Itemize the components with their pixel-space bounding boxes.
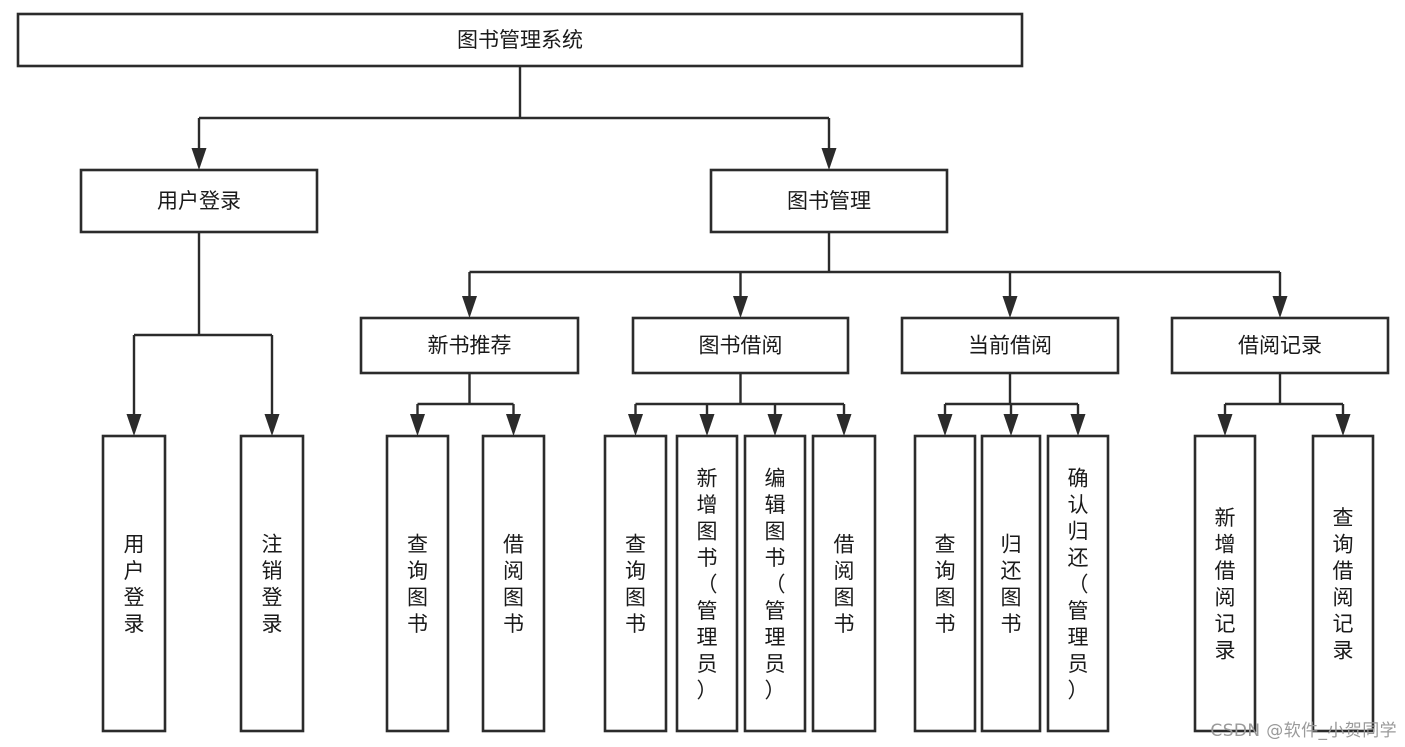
node-leaf-add-record[interactable]: 新增借阅记录	[1193, 434, 1257, 733]
node-label: 借阅图书	[503, 533, 524, 637]
node-box	[913, 434, 977, 733]
node-box	[79, 168, 319, 234]
node-label: 新增借阅记录	[1215, 506, 1236, 663]
node-leaf-add-book[interactable]: 新增图书（管理员）	[675, 434, 739, 733]
arrow-head-icon	[836, 414, 852, 436]
node-leaf-confirm-return[interactable]: 确认归还（管理员）	[1046, 434, 1110, 733]
node-leaf-user-logout[interactable]: 注销登录	[239, 434, 305, 733]
node-box	[743, 434, 807, 733]
node-box	[675, 434, 739, 733]
node-leaf-user-login[interactable]: 用户登录	[101, 434, 167, 733]
node-label: 新增图书（管理员）	[697, 466, 718, 702]
node-box	[603, 434, 668, 733]
node-current-borrow[interactable]: 当前借阅	[900, 316, 1120, 375]
node-label: 图书管理系统	[457, 28, 583, 52]
node-label: 注销登录	[262, 533, 283, 637]
arrow-head-icon	[1217, 414, 1233, 436]
node-box	[481, 434, 546, 733]
node-label: 图书管理	[787, 189, 871, 213]
arrow-head-icon	[937, 414, 953, 436]
node-leaf-borrow-book[interactable]: 借阅图书	[811, 434, 877, 733]
arrow-head-icon	[506, 414, 521, 436]
arrow-head-icon	[1003, 414, 1019, 436]
arrow-head-icon	[191, 148, 207, 170]
node-box	[359, 316, 580, 375]
connector-layer	[126, 66, 1351, 436]
node-book-borrow[interactable]: 图书借阅	[631, 316, 850, 375]
arrow-head-icon	[264, 414, 280, 436]
node-layer: 图书管理系统用户登录图书管理新书推荐图书借阅当前借阅借阅记录用户登录注销登录查询…	[16, 12, 1390, 733]
node-user-login[interactable]: 用户登录	[79, 168, 319, 234]
arrow-head-icon	[1335, 414, 1351, 436]
node-borrow-record[interactable]: 借阅记录	[1170, 316, 1390, 375]
node-book-manage[interactable]: 图书管理	[709, 168, 949, 234]
node-leaf-borrow-book-rec[interactable]: 借阅图书	[481, 434, 546, 733]
node-label: 新书推荐	[428, 334, 512, 358]
node-leaf-query-book-borrow[interactable]: 查询图书	[603, 434, 668, 733]
node-label: 借阅记录	[1238, 334, 1322, 358]
arrow-head-icon	[699, 414, 715, 436]
node-label: 归还图书	[1001, 533, 1022, 637]
node-leaf-return-book[interactable]: 归还图书	[980, 434, 1042, 733]
node-box	[1193, 434, 1257, 733]
node-box	[16, 12, 1024, 68]
arrow-head-icon	[628, 414, 643, 436]
node-box	[1311, 434, 1375, 733]
node-box	[385, 434, 450, 733]
node-label: 用户登录	[157, 189, 241, 213]
node-label: 当前借阅	[968, 334, 1052, 358]
node-root[interactable]: 图书管理系统	[16, 12, 1024, 68]
node-label: 查询图书	[935, 533, 956, 637]
node-label: 编辑图书（管理员）	[765, 466, 786, 702]
arrow-head-icon	[733, 296, 748, 318]
node-box	[1046, 434, 1110, 733]
node-label: 确认归还（管理员）	[1068, 466, 1089, 702]
node-label: 借阅图书	[834, 533, 855, 637]
arrow-head-icon	[767, 414, 783, 436]
arrow-head-icon	[1070, 414, 1086, 436]
node-leaf-edit-book[interactable]: 编辑图书（管理员）	[743, 434, 807, 733]
node-new-book-rec[interactable]: 新书推荐	[359, 316, 580, 375]
node-box	[811, 434, 877, 733]
arrow-head-icon	[462, 296, 477, 318]
arrow-head-icon	[1272, 296, 1288, 318]
arrow-head-icon	[410, 414, 425, 436]
node-label: 查询借阅记录	[1333, 506, 1354, 663]
node-label: 查询图书	[625, 533, 646, 637]
node-box	[900, 316, 1120, 375]
node-label: 图书借阅	[699, 334, 783, 358]
node-leaf-query-book-cur[interactable]: 查询图书	[913, 434, 977, 733]
node-leaf-query-book-rec[interactable]: 查询图书	[385, 434, 450, 733]
arrow-head-icon	[821, 148, 837, 170]
arrow-head-icon	[1002, 296, 1018, 318]
node-box	[239, 434, 305, 733]
arrow-head-icon	[126, 414, 142, 436]
node-label: 查询图书	[407, 533, 428, 637]
node-box	[980, 434, 1042, 733]
node-leaf-query-record[interactable]: 查询借阅记录	[1311, 434, 1375, 733]
node-label: 用户登录	[124, 533, 145, 637]
node-box	[101, 434, 167, 733]
node-box	[709, 168, 949, 234]
node-box	[1170, 316, 1390, 375]
node-box	[631, 316, 850, 375]
